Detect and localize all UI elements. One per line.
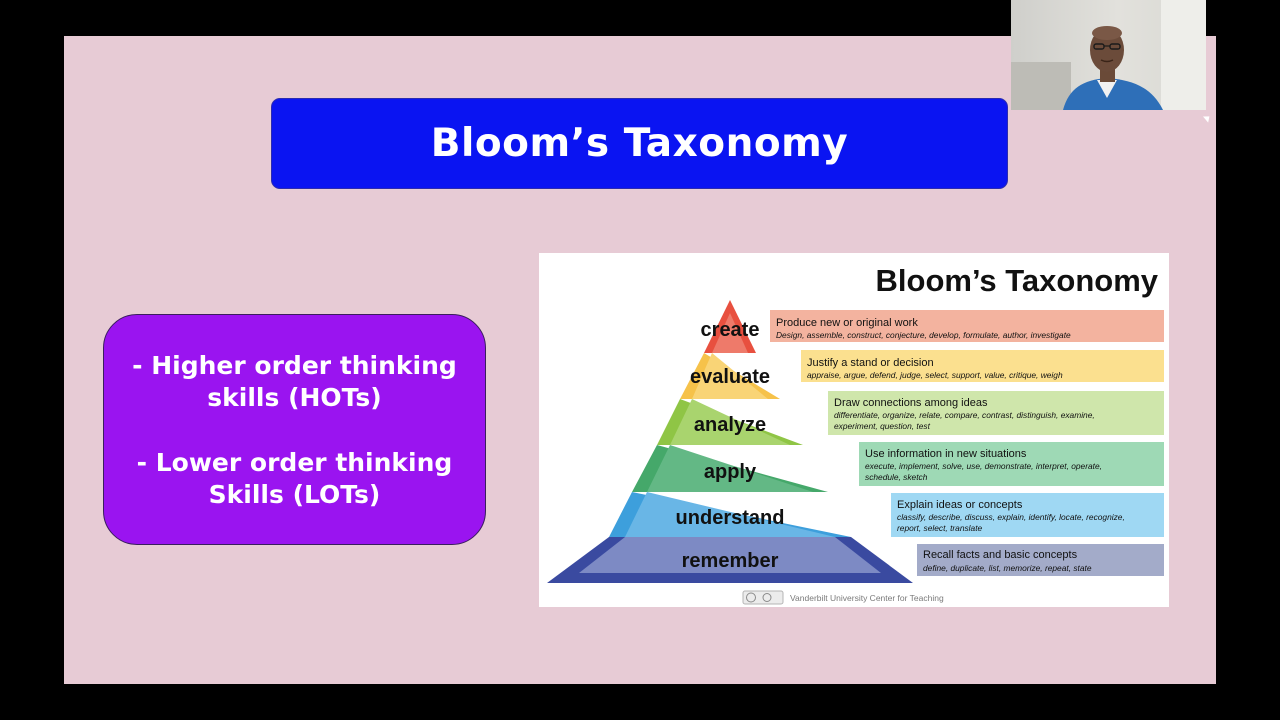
desc-verbs-apply: execute, implement, solve, use, demonstr… [865,461,1102,471]
pyramid-face-apply [647,445,813,492]
image-title: Bloom’s Taxonomy [876,263,1159,298]
desc-verbs-remember: define, duplicate, list, memorize, repea… [923,563,1092,573]
desc-verbs-understand-2: report, select, translate [897,523,983,533]
level-label-analyze: analyze [694,414,766,436]
desc-verbs-analyze: differentiate, organize, relate, compare… [834,410,1095,420]
desc-head-analyze: Draw connections among ideas [834,397,988,409]
level-label-apply: apply [704,461,757,483]
lower-order-line2: Skills (LOTs) [208,480,381,509]
desc-box-remember [917,544,1164,576]
pyramid-face-create [712,313,748,353]
level-label-remember: remember [682,550,779,572]
pyramid-face-understand [625,492,835,537]
desc-box-analyze [828,391,1164,435]
desc-box-understand [891,493,1164,537]
desc-box-evaluate [801,350,1164,382]
pyramid-face-evaluate [692,353,768,399]
image-credit: Vanderbilt University Center for Teachin… [790,593,944,603]
desc-head-apply: Use information in new situations [865,448,1027,460]
desc-verbs-understand: classify, describe, discuss, explain, id… [897,512,1125,522]
webcam-overlay [1011,0,1206,110]
pyramid-face-analyze [670,399,790,445]
lower-order-line1: - Lower order thinking [136,448,453,477]
desc-box-create [770,310,1164,342]
desc-verbs-evaluate: appraise, argue, defend, judge, select, … [807,370,1063,380]
creative-commons-icon [742,590,784,605]
higher-order-line2: skills (HOTs) [207,383,382,412]
thinking-skills-box: - Higher order thinking skills (HOTs) - … [103,314,486,545]
desc-head-remember: Recall facts and basic concepts [923,549,1078,561]
blooms-pyramid-graphic: Bloom’s Taxonomy create evaluate analyze… [547,263,1164,605]
lower-order-text: - Lower order thinking Skills (LOTs) [104,447,485,511]
desc-head-evaluate: Justify a stand or decision [807,357,934,369]
higher-order-line1: - Higher order thinking [132,351,457,380]
level-label-understand: understand [676,507,785,529]
pyramid-face-remember [579,537,881,573]
level-label-evaluate: evaluate [690,366,770,388]
desc-head-create: Produce new or original work [776,317,918,329]
higher-order-text: - Higher order thinking skills (HOTs) [104,350,485,414]
slide-title: Bloom’s Taxonomy [430,121,849,166]
desc-verbs-apply-2: schedule, sketch [865,472,928,482]
blooms-taxonomy-image: Bloom’s Taxonomy create evaluate analyze… [539,253,1169,607]
presenter-video [1011,0,1206,110]
desc-head-understand: Explain ideas or concepts [897,499,1023,511]
slide-title-banner: Bloom’s Taxonomy [271,98,1008,189]
desc-verbs-create: Design, assemble, construct, conjecture,… [776,330,1071,340]
desc-box-apply [859,442,1164,486]
level-label-create: create [701,319,760,341]
desc-verbs-analyze-2: experiment, question, test [834,421,931,431]
